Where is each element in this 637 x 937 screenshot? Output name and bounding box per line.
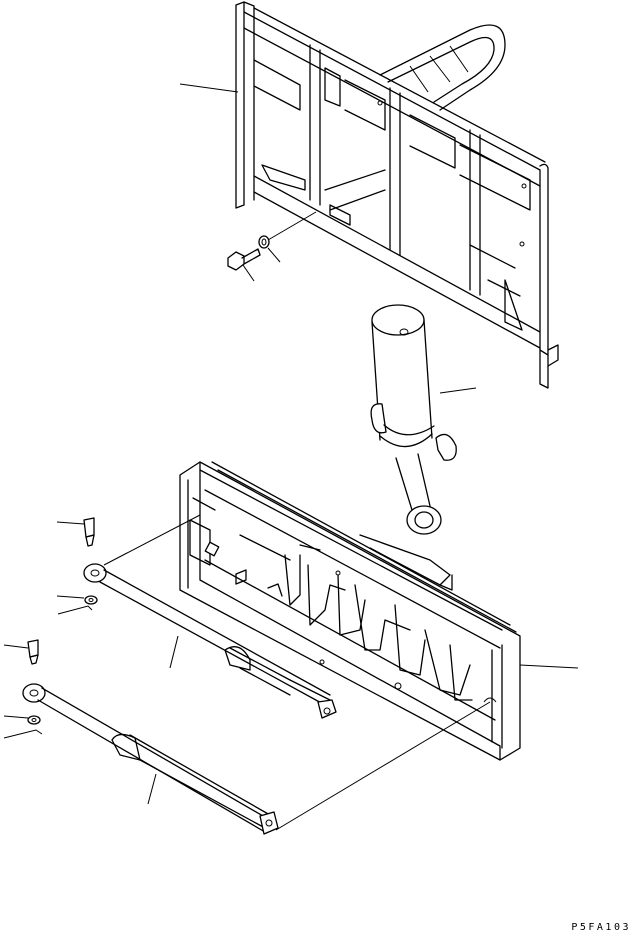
- side-shift-cylinder-lower: [3, 639, 497, 835]
- carriage-frame: [179, 461, 579, 761]
- side-shift-cylinder-upper: [56, 514, 337, 719]
- figure-code: P5FA103: [571, 922, 631, 933]
- vertical-cylinder: [370, 304, 477, 535]
- bolt-and-washer: [227, 211, 317, 282]
- upper-frame: [179, 1, 559, 389]
